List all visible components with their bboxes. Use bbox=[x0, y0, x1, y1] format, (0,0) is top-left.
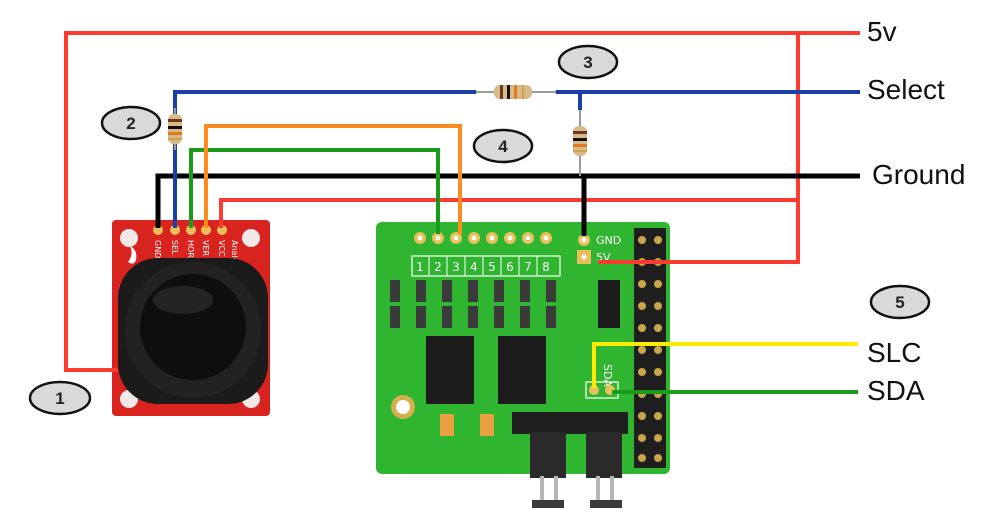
capacitor bbox=[440, 414, 454, 436]
channel-numbers: 1 2 3 4 5 6 7 8 bbox=[416, 260, 550, 274]
joystick-mount-hole bbox=[242, 229, 260, 247]
flame-logo-icon bbox=[128, 246, 137, 264]
badge-5: 5 bbox=[869, 284, 931, 320]
badge-4: 4 bbox=[472, 128, 534, 164]
joystick-pin-vcc: VCC bbox=[217, 240, 226, 257]
joystick-pin-hor: HOR bbox=[186, 240, 195, 258]
badge-2-text: 2 bbox=[126, 114, 135, 133]
wire-select bbox=[173, 90, 860, 228]
channel-number: 4 bbox=[470, 260, 478, 274]
channel-pads bbox=[414, 232, 552, 244]
wire-5v bbox=[64, 31, 860, 372]
ic-chip bbox=[426, 336, 474, 404]
label-slc: SLC bbox=[867, 337, 921, 368]
resistor-ground bbox=[573, 110, 587, 176]
adc-board: 1 2 3 4 5 6 7 8 GND 5V bbox=[376, 222, 670, 508]
label-select: Select bbox=[867, 74, 945, 105]
channel-label-box bbox=[411, 255, 561, 277]
capacitor bbox=[480, 414, 494, 436]
wire-horizontal bbox=[189, 148, 440, 234]
slc-pad bbox=[589, 385, 599, 395]
badge-1: 1 bbox=[28, 380, 92, 416]
wire-slc bbox=[592, 342, 858, 388]
channel-number: 5 bbox=[488, 260, 496, 274]
channel-number: 6 bbox=[506, 260, 514, 274]
badge-1-text: 1 bbox=[55, 389, 64, 408]
gpio-header bbox=[634, 228, 666, 468]
gnd-pad-label: GND bbox=[596, 234, 621, 247]
resistor-series bbox=[476, 85, 556, 99]
badge-4-text: 4 bbox=[498, 137, 508, 156]
resistor-pulldown bbox=[168, 108, 182, 150]
channel-number: 1 bbox=[416, 260, 424, 274]
joystick-pin-gnd: GND bbox=[153, 240, 162, 258]
label-sda: SDA bbox=[867, 375, 925, 406]
sda-board-label: SDA bbox=[601, 364, 614, 387]
channel-number: 7 bbox=[524, 260, 532, 274]
label-5v: 5v bbox=[867, 16, 897, 47]
channel-number: 2 bbox=[434, 260, 442, 274]
label-ground: Ground bbox=[872, 159, 965, 190]
badge-3: 3 bbox=[557, 44, 619, 80]
joystick-module: GND SEL HOR VER VCC Analog Joystick bbox=[112, 220, 270, 416]
joystick-pin-ver: VER bbox=[201, 240, 210, 257]
joystick-mount-hole bbox=[120, 229, 138, 247]
badge-2: 2 bbox=[100, 105, 162, 141]
channel-number: 3 bbox=[452, 260, 460, 274]
small-ic-chip bbox=[598, 280, 620, 328]
ic-chip bbox=[498, 336, 546, 404]
resistor-array bbox=[390, 280, 556, 328]
wire-ground bbox=[155, 173, 860, 236]
jumper-header bbox=[512, 412, 628, 508]
badge-5-text: 5 bbox=[895, 293, 904, 312]
joystick-pin-sel: SEL bbox=[170, 240, 179, 255]
wire-vertical bbox=[204, 124, 462, 234]
channel-number: 8 bbox=[542, 260, 550, 274]
joystick-cap-highlight bbox=[153, 286, 213, 314]
badge-3-text: 3 bbox=[583, 53, 592, 72]
